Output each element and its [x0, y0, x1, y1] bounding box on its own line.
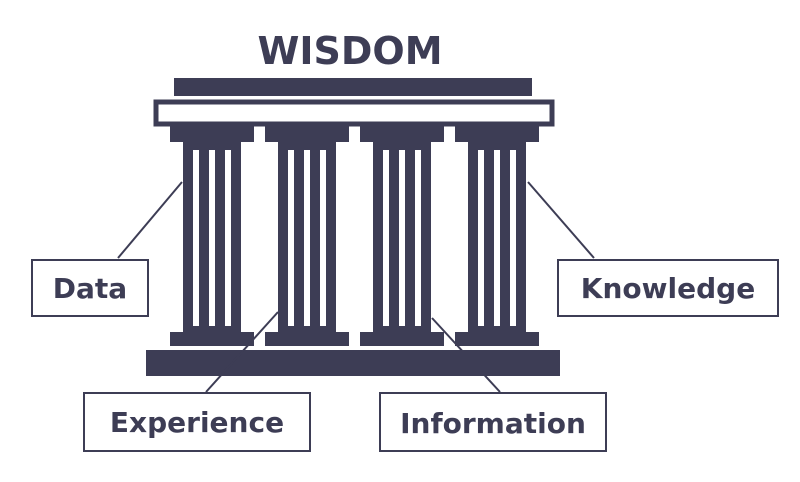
- connector-data: [117, 181, 183, 259]
- label-experience-text: Experience: [110, 406, 284, 439]
- label-data-text: Data: [53, 272, 127, 305]
- column-2: [265, 126, 349, 346]
- diagram-title: WISDOM: [257, 29, 442, 73]
- label-information-text: Information: [400, 407, 586, 440]
- connector-information: [431, 317, 501, 393]
- entablature: [153, 99, 555, 127]
- column-3: [360, 126, 444, 346]
- label-experience: Experience: [83, 392, 311, 452]
- label-data: Data: [31, 259, 149, 317]
- label-information: Information: [379, 392, 607, 452]
- column-1: [170, 126, 254, 346]
- label-knowledge-text: Knowledge: [581, 272, 755, 305]
- connector-knowledge: [527, 181, 595, 259]
- foundation: [146, 350, 560, 376]
- column-4: [455, 126, 539, 346]
- connector-experience: [205, 311, 279, 393]
- label-knowledge: Knowledge: [557, 259, 779, 317]
- roof-slab: [174, 78, 532, 96]
